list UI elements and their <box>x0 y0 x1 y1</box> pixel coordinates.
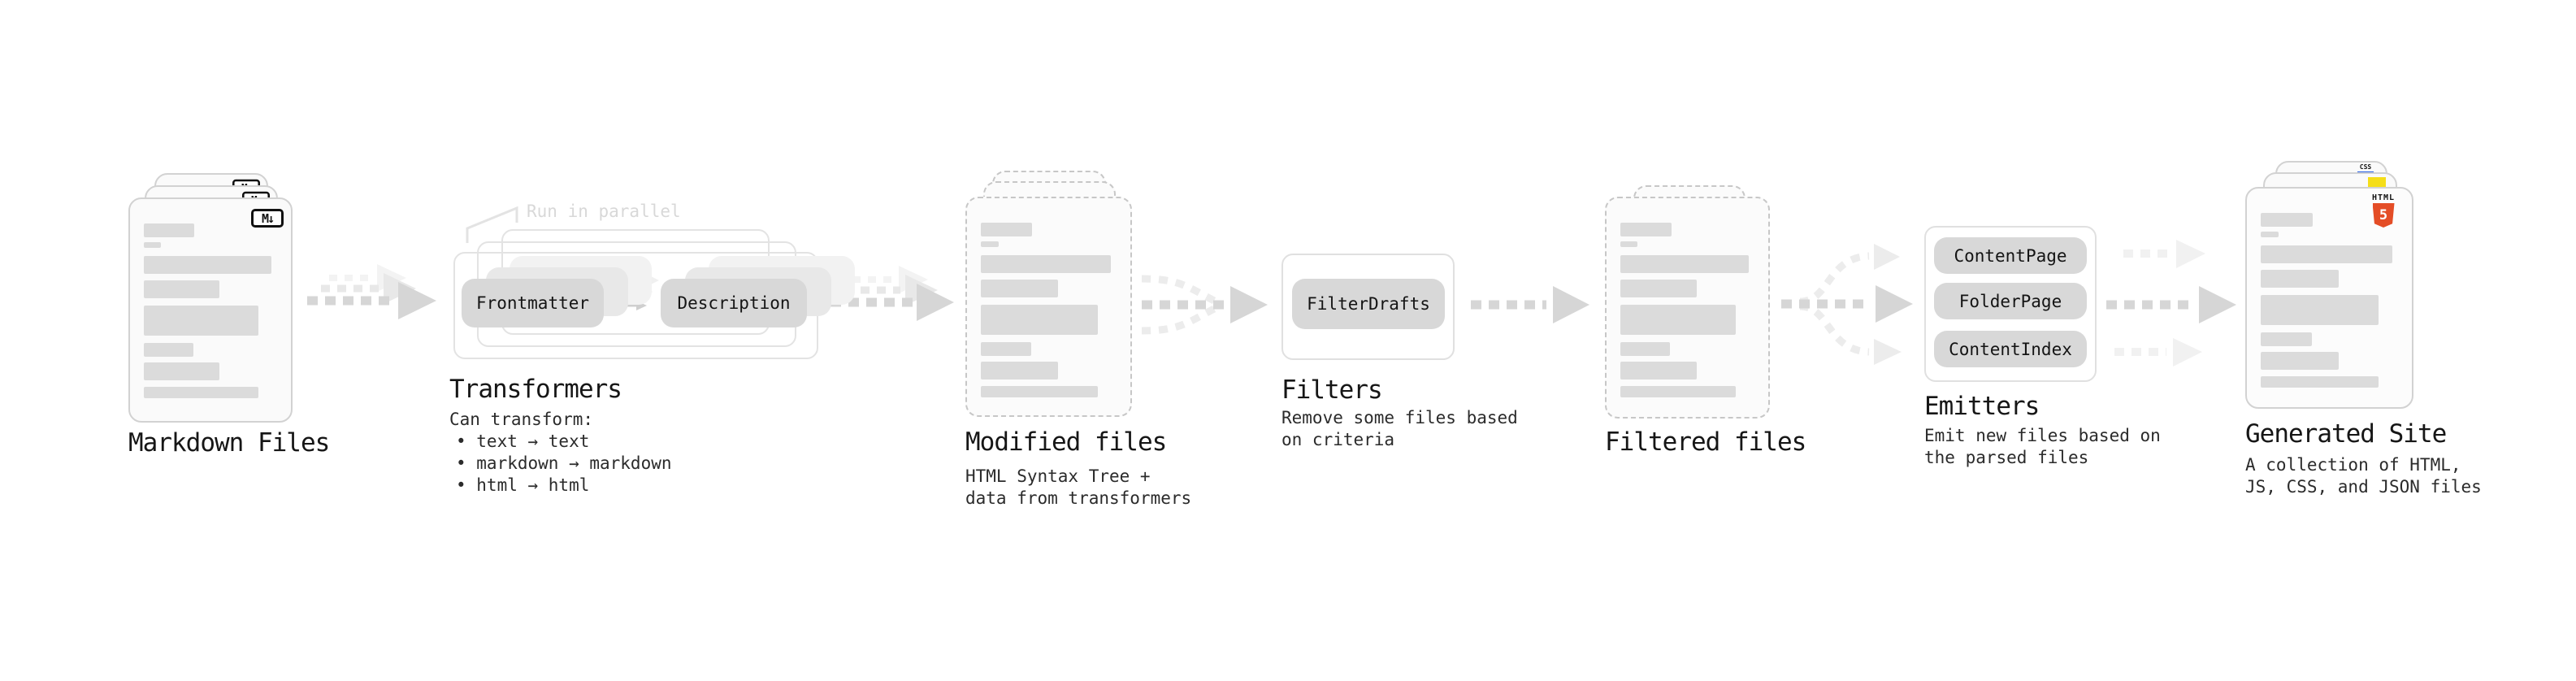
placeholder-bar <box>2261 332 2312 346</box>
arrow-transformers-to-modified <box>830 266 954 321</box>
placeholder-bar <box>981 241 999 247</box>
desc-line: • markdown → markdown <box>456 453 672 473</box>
placeholder-bar <box>981 362 1059 380</box>
placeholder-bar <box>144 362 220 380</box>
placeholder-bar <box>1620 342 1671 356</box>
placeholder-bar <box>144 223 195 237</box>
file-content-placeholder <box>2261 213 2398 388</box>
desc-line: JS, CSS, and JSON files <box>2245 477 2482 497</box>
stage-description: A collection of HTML, JS, CSS, and JSON … <box>2245 454 2482 498</box>
desc-line: Can transform: <box>449 410 594 429</box>
placeholder-bar <box>144 306 259 336</box>
placeholder-bar <box>1620 280 1698 297</box>
file-card: M↓ <box>128 197 293 423</box>
placeholder-bar <box>981 280 1059 297</box>
js-icon <box>2368 177 2386 187</box>
placeholder-bar <box>144 256 272 274</box>
transformer-frontmatter-pill: Frontmatter <box>462 279 604 327</box>
html5-icon: HTML 5 <box>2365 193 2402 228</box>
placeholder-bar <box>1620 305 1736 335</box>
desc-line: Emit new files based on <box>1924 426 2161 445</box>
desc-line: data from transformers <box>965 488 1192 508</box>
placeholder-bar <box>981 223 1033 236</box>
placeholder-bar <box>1620 362 1698 380</box>
html5-icon-number: 5 <box>2379 207 2388 223</box>
file-content-placeholder <box>1620 223 1754 397</box>
run-in-parallel-connector <box>466 206 518 243</box>
desc-line: the parsed files <box>1924 448 2089 467</box>
placeholder-bar <box>2261 213 2314 227</box>
desc-line: • html → html <box>456 475 590 495</box>
placeholder-bar <box>1620 223 1672 236</box>
placeholder-bar <box>144 343 193 357</box>
transformer-description-pill: Description <box>661 279 807 327</box>
stage-description: Emit new files based on the parsed files <box>1924 425 2161 469</box>
desc-line: Remove some files based <box>1281 408 1518 427</box>
arrow-filtered-to-emitters <box>1781 244 1913 365</box>
folder-page-pill: FolderPage <box>1934 283 2087 319</box>
placeholder-bar <box>2261 232 2279 237</box>
stage-label: Emitters <box>1924 392 2040 421</box>
arrow-filters-to-filtered <box>1471 286 1589 323</box>
stage-description: HTML Syntax Tree + data from transformer… <box>965 466 1191 510</box>
placeholder-bar <box>2261 295 2379 325</box>
stage-label: Filters <box>1281 375 1383 405</box>
arrow-markdown-to-transformers <box>307 264 436 319</box>
placeholder-bar <box>144 280 220 298</box>
placeholder-bar <box>2261 352 2340 370</box>
placeholder-bar <box>2261 270 2340 288</box>
placeholder-bar <box>2261 376 2379 388</box>
desc-line: • text → text <box>456 432 590 451</box>
css-icon-label: CSS <box>2359 163 2372 171</box>
placeholder-bar <box>981 305 1098 335</box>
placeholder-bar <box>144 387 259 398</box>
markdown-icon: M↓ <box>251 209 284 228</box>
content-page-pill: ContentPage <box>1934 237 2087 274</box>
stage-label: Markdown Files <box>128 428 330 458</box>
placeholder-bar <box>981 255 1112 273</box>
file-card <box>1605 197 1770 419</box>
desc-line: on criteria <box>1281 430 1395 449</box>
placeholder-bar <box>981 342 1031 356</box>
stage-description: Can transform: • text → text • markdown … <box>449 409 672 497</box>
filter-drafts-pill: FilterDrafts <box>1292 279 1445 329</box>
html5-icon-shield: 5 <box>2372 203 2395 228</box>
arrow-modified-to-filters <box>1141 275 1268 335</box>
stage-label: Filtered files <box>1605 427 1806 457</box>
placeholder-bar <box>1620 386 1736 397</box>
desc-line: A collection of HTML, <box>2245 455 2461 475</box>
stage-label: Generated Site <box>2245 419 2447 449</box>
placeholder-bar <box>1620 255 1750 273</box>
file-content-placeholder <box>144 223 277 398</box>
placeholder-bar <box>144 242 162 248</box>
arrow-emitters-to-generated <box>2106 240 2236 367</box>
placeholder-bar <box>981 386 1098 397</box>
content-index-pill: ContentIndex <box>1934 331 2087 367</box>
file-content-placeholder <box>981 223 1117 397</box>
stage-label: Modified files <box>965 427 1167 457</box>
placeholder-bar <box>2261 245 2393 263</box>
file-card: HTML 5 <box>2245 187 2413 409</box>
stage-label: Transformers <box>449 375 622 404</box>
run-in-parallel-note: Run in parallel <box>527 202 681 221</box>
html5-icon-label: HTML <box>2371 193 2396 202</box>
stage-description: Remove some files based on criteria <box>1281 407 1518 451</box>
placeholder-bar <box>1620 241 1638 247</box>
file-card <box>965 197 1132 417</box>
desc-line: HTML Syntax Tree + <box>965 466 1151 486</box>
